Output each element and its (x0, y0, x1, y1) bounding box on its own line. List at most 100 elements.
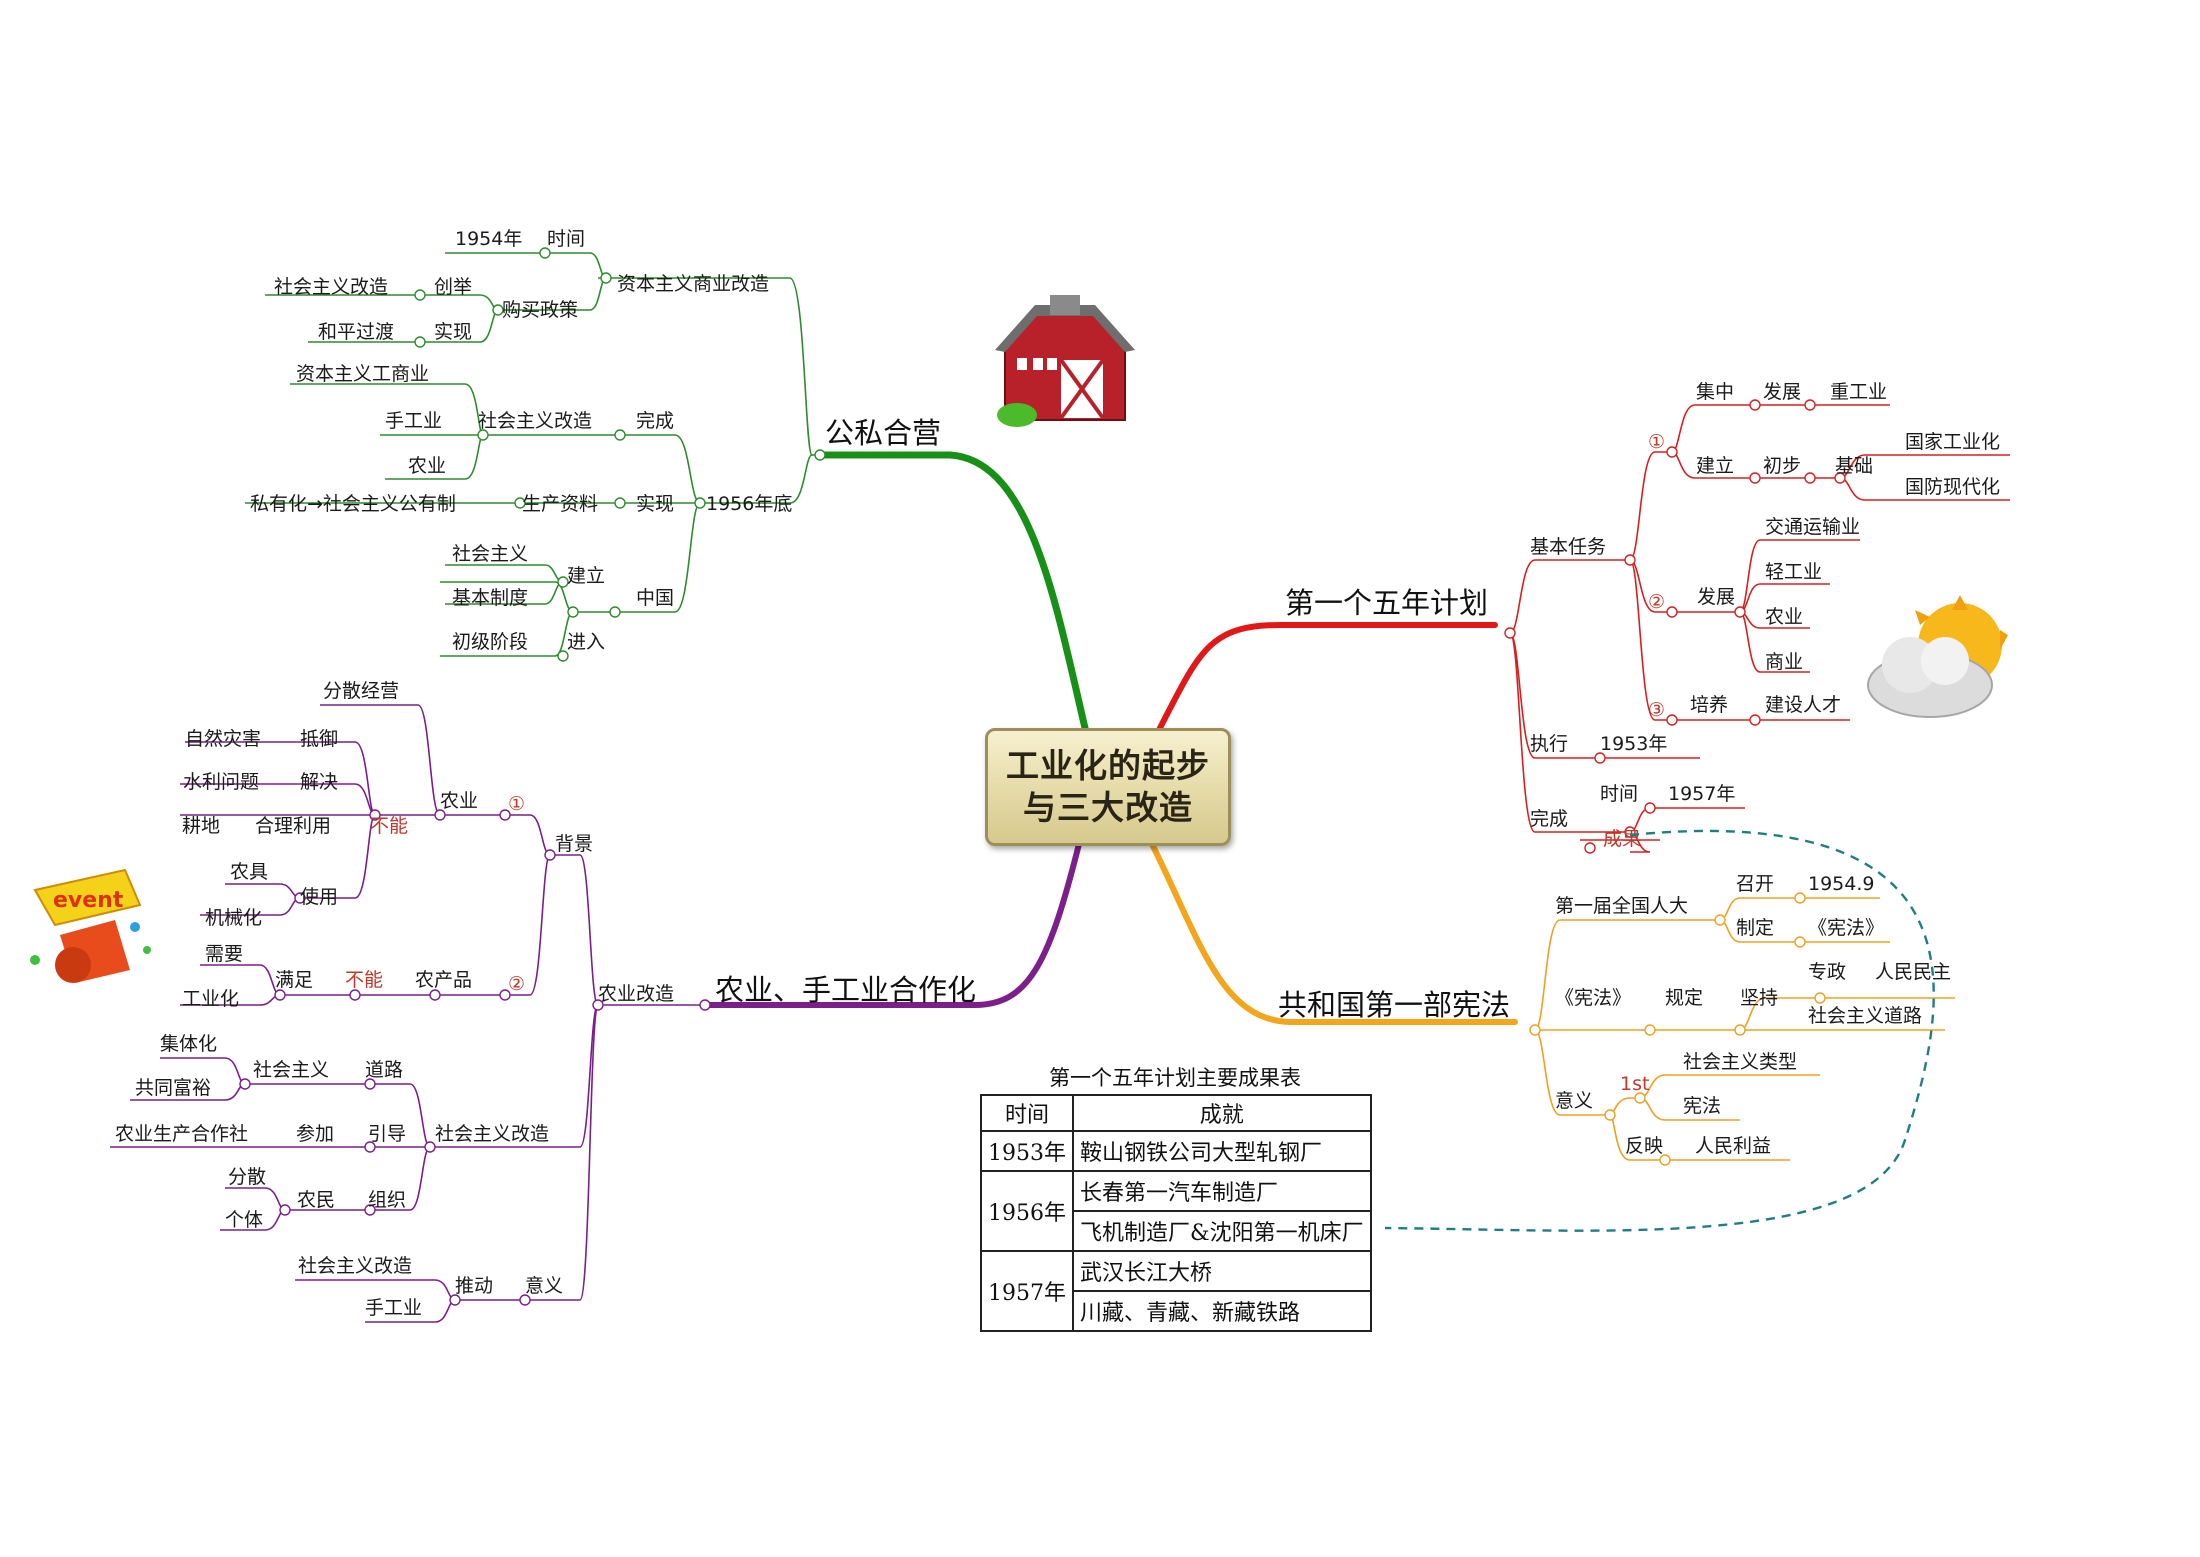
coop-dispersed: 分散经营 (323, 680, 399, 702)
central-topic-line2: 与三大改造 (1023, 788, 1193, 827)
const-stipulate: 规定 (1665, 987, 1703, 1009)
gongsi-a-peace: 和平过渡 (318, 321, 394, 343)
main-branch-connectors (702, 451, 1518, 1025)
const-law2: 《宪法》 (1555, 987, 1631, 1009)
coop-disaster: 自然灾害 (185, 728, 261, 750)
plan-focus: 集中 (1696, 381, 1734, 403)
const-democracy: 人民民主 (1875, 961, 1951, 983)
plan-build: 建立 (1696, 455, 1734, 477)
green-branch-curve (816, 451, 1089, 732)
plan-train: 培养 (1690, 694, 1728, 716)
table-row: 飞机制造厂&沈阳第一机床厂 (981, 1210, 1372, 1252)
branch-coop-circles (239, 809, 711, 1306)
branch-plan-labels: 第一个五年计划 基本任务 ① 集中 发展 重工业 建立 初步 基础 国家工业化 … (1285, 381, 2000, 850)
const-title: 共和国第一部宪法 (1278, 988, 1510, 1022)
central-topic[interactable]: 工业化的起步 与三大改造 (985, 728, 1231, 846)
coop-cannot2: 不能 (345, 969, 383, 991)
central-topic-line1: 工业化的起步 (1006, 746, 1210, 785)
const-people: 人民利益 (1695, 1135, 1771, 1157)
plan-nat-def: 国防现代化 (1905, 476, 2000, 498)
table-header-achievement: 成就 (1072, 1094, 1372, 1132)
barn-icon (995, 295, 1135, 427)
gongsi-b-private: 私有化→社会主义公有制 (250, 493, 456, 515)
results-table-title: 第一个五年计划主要成果表 (1049, 1066, 1301, 1090)
coop-title: 农业、手工业合作化 (715, 973, 976, 1007)
gongsi-b-title: 1956年底 (706, 493, 792, 515)
const-socialist-road: 社会主义道路 (1808, 1005, 1922, 1027)
plan-exec: 执行 (1530, 733, 1568, 755)
const-reflect: 反映 (1625, 1135, 1663, 1157)
coop-mech: 机械化 (205, 907, 262, 929)
table-cell-year: 1957年 (980, 1250, 1074, 1332)
table-cell-item: 武汉长江大桥 (1072, 1250, 1372, 1292)
coop-cannot1: 不能 (370, 815, 408, 837)
coop-road: 道路 (365, 1059, 403, 1081)
branch-plan-circles (1504, 399, 1846, 854)
branch-gongsi (245, 252, 820, 657)
plan-task: 基本任务 (1530, 536, 1606, 558)
const-convene: 召开 (1736, 873, 1774, 895)
coop-guide: 引导 (368, 1123, 406, 1145)
gongsi-b-enter: 进入 (567, 631, 605, 653)
gongsi-a-title: 资本主义商业改造 (617, 273, 769, 295)
table-header-row: 时间 成就 (980, 1094, 1372, 1132)
plan-result: 成果 (1603, 828, 1641, 850)
branch-coop-labels: 农业、手工业合作化 背景 农业 ① 分散经营 不能 自然灾害 抵御 水利问题 解… (115, 680, 976, 1319)
plan-nat-ind: 国家工业化 (1905, 431, 2000, 453)
coop-need: 需要 (205, 943, 243, 965)
branch-constitution-circles (1529, 892, 1826, 1166)
table-cell-item: 飞机制造厂&沈阳第一机床厂 (1072, 1210, 1372, 1252)
coop-coop-society: 农业生产合作社 (115, 1123, 248, 1145)
gongsi-a-realize: 实现 (434, 321, 472, 343)
table-cell-year: 1956年 (980, 1170, 1074, 1252)
coop-reform: 农业改造 (598, 983, 674, 1005)
plan-comp-year: 1957年 (1668, 783, 1735, 805)
table-row: 1953年 鞍山钢铁公司大型轧钢厂 (980, 1130, 1372, 1172)
coop-individual: 个体 (225, 1209, 263, 1231)
coop-organize: 组织 (368, 1189, 406, 1211)
const-dict: 专政 (1808, 961, 1846, 983)
const-npc: 第一届全国人大 (1555, 895, 1688, 917)
gongsi-a-time: 时间 (547, 228, 585, 250)
table-row: 1956年 长春第一汽车制造厂 (980, 1170, 1372, 1252)
coop-agri: 农业 (440, 790, 478, 812)
coop-join: 参加 (296, 1123, 334, 1145)
plan-heavy: 重工业 (1830, 381, 1887, 403)
gongsi-b-socialism: 社会主义 (452, 543, 528, 565)
coop-farmer: 农民 (297, 1189, 335, 1211)
coop-push: 推动 (455, 1275, 493, 1297)
const-first: 1st (1620, 1073, 1649, 1095)
plan-n1: ① (1648, 431, 1665, 453)
branch-coop (110, 704, 705, 1323)
coop-land: 耕地 (182, 815, 220, 837)
gongsi-b-build: 建立 (567, 565, 605, 587)
const-law: 《宪法》 (1808, 917, 1884, 939)
plan-n3: ③ (1648, 699, 1665, 721)
gongsi-b-done: 完成 (636, 410, 674, 432)
red-branch-curve (1157, 622, 1498, 731)
table-cell-item: 长春第一汽车制造厂 (1072, 1170, 1372, 1212)
coop-use-rationally: 合理利用 (255, 815, 331, 837)
result-dashed-connector (1384, 829, 1935, 1232)
coop-m-hand: 手工业 (365, 1297, 422, 1319)
event-text: event (53, 888, 124, 913)
plan-base: 基础 (1835, 455, 1873, 477)
coop-meaning: 意义 (525, 1275, 563, 1297)
gongsi-a-create: 创举 (434, 276, 472, 298)
table-cell-year: 1953年 (980, 1130, 1074, 1172)
plan-commerce: 商业 (1765, 651, 1803, 673)
table-row: 1957年 武汉长江大桥 (980, 1250, 1372, 1332)
plan-develop2: 发展 (1697, 586, 1735, 608)
gongsi-b-agri: 农业 (408, 455, 446, 477)
event-megaphone-icon: event (30, 868, 151, 983)
plan-time: 时间 (1600, 783, 1638, 805)
coop-common: 共同富裕 (135, 1077, 211, 1099)
plan-talent: 建设人才 (1765, 694, 1841, 716)
branch-gongsi-circles (414, 247, 826, 662)
purple-branch-curve (702, 837, 1083, 1008)
const-type: 社会主义类型 (1683, 1051, 1797, 1073)
plan-exec-year: 1953年 (1600, 733, 1667, 755)
gongsi-b-system: 基本制度 (452, 587, 528, 609)
